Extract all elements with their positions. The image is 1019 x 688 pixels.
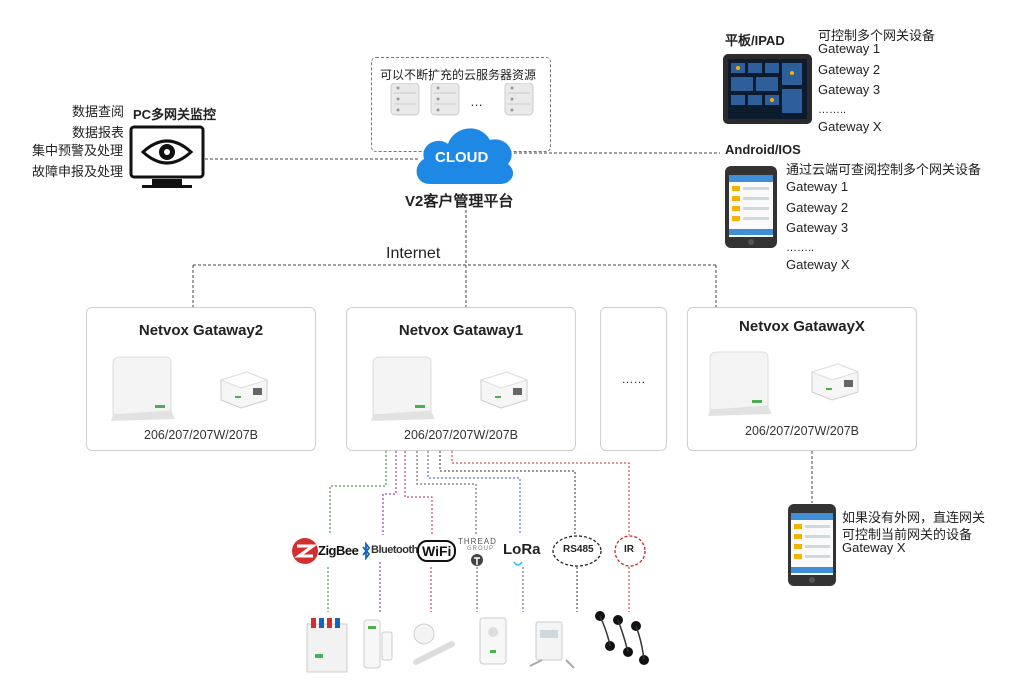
cloud-label: CLOUD xyxy=(435,149,489,166)
gateway-card[interactable]: Netvox GatawayX 206/207/207W/207B xyxy=(687,307,917,451)
thread-logo-text: THREAD xyxy=(458,537,497,546)
tablet-gateway: Gateway 2 xyxy=(818,62,881,77)
gateway-router-icon xyxy=(708,351,772,416)
gateway-model: 206/207/207W/207B xyxy=(404,428,518,442)
gateway-adapter-icon xyxy=(479,371,529,409)
tablet-title: 平板/IPAD xyxy=(725,33,785,48)
android-gateway: Gateway 2 xyxy=(786,200,849,215)
relay-module-icon xyxy=(306,618,348,673)
thread-logo-subtext: GROUP xyxy=(467,546,495,552)
pc-function: 数据查阅 xyxy=(72,104,125,119)
server-ellipsis: … xyxy=(470,94,483,109)
gateway-adapter-icon xyxy=(810,363,860,401)
android-note: 通过云端可查阅控制多个网关设备 xyxy=(786,162,982,177)
direct-note: 可控制当前网关的设备 xyxy=(842,527,973,542)
direct-phone-icon xyxy=(788,504,836,586)
server-pool: 可以不断扩充的云服务器资源 … xyxy=(371,57,551,152)
tablet-gateway: Gateway 3 xyxy=(818,82,881,97)
gateway-adapter-icon xyxy=(219,371,269,409)
wifi-logo-text: WiFi xyxy=(417,540,457,562)
gateway-router-icon xyxy=(371,356,435,421)
platform-title: V2客户管理平台 xyxy=(405,193,514,210)
tablet-gateway: Gateway 1 xyxy=(818,41,881,56)
gateway-title: Netvox GatawayX xyxy=(739,318,865,335)
server-icons xyxy=(390,83,534,116)
android-gateway: Gateway X xyxy=(786,257,850,272)
tablet-note: 可控制多个网关设备 xyxy=(818,28,936,43)
door-sensor-icon xyxy=(363,619,393,669)
tablet-device-icon xyxy=(723,54,812,124)
zigbee-logo-text: ZigBee xyxy=(318,543,359,558)
gateway-card[interactable]: Netvox Gataway2 206/207/207W/207B xyxy=(86,307,316,451)
android-title: Android/IOS xyxy=(725,142,801,157)
direct-note: 如果没有外网，直连网关 xyxy=(842,510,986,525)
rs485-badge-icon xyxy=(552,535,602,567)
android-gateway: …….. xyxy=(786,242,815,254)
pc-function: 集中预警及处理 xyxy=(32,143,124,158)
gateway-router-icon xyxy=(111,356,175,421)
tablet-gateway: …….. xyxy=(818,104,847,116)
cloud-icon xyxy=(416,128,514,184)
motion-sensor-icon xyxy=(479,617,507,665)
gateway-title: Netvox Gataway2 xyxy=(138,322,264,339)
ir-badge-icon xyxy=(614,535,646,567)
direct-note: Gateway X xyxy=(842,540,906,555)
gateway-card[interactable]: Netvox Gataway1 206/207/207W/207B xyxy=(346,307,576,451)
wired-probes-icon xyxy=(595,611,649,665)
monitor-eye-icon xyxy=(129,125,205,188)
energy-meter-icon xyxy=(529,621,575,669)
lora-logo-text: LoRa xyxy=(503,541,541,558)
gateway-card-more: …… xyxy=(600,307,667,451)
pc-function: 故障申报及处理 xyxy=(32,164,124,179)
android-gateway: Gateway 3 xyxy=(786,220,849,235)
lora-signal-icon xyxy=(513,561,523,566)
internet-label: Internet xyxy=(386,245,441,262)
pc-title: PC多网关监控 xyxy=(133,107,217,122)
temperature-probe-icon xyxy=(413,623,455,665)
gateway-title: Netvox Gataway1 xyxy=(398,322,524,339)
gateway-model: 206/207/207W/207B xyxy=(745,424,859,438)
rs485-logo-text: RS485 xyxy=(563,544,594,555)
tablet-gateway: Gateway X xyxy=(818,119,882,134)
pc-function: 数据报表 xyxy=(72,125,125,140)
android-gateway: Gateway 1 xyxy=(786,179,849,194)
gateway-more-ellipsis: …… xyxy=(621,372,646,386)
ir-logo-text: IR xyxy=(624,544,634,555)
gateway-model: 206/207/207W/207B xyxy=(144,428,258,442)
zigbee-logo-icon xyxy=(292,538,318,564)
phone-device-icon xyxy=(725,166,777,248)
thread-icon xyxy=(471,554,483,566)
server-pool-note: 可以不断扩充的云服务器资源 xyxy=(380,68,537,82)
bluetooth-logo-text: Bluetooth xyxy=(371,544,418,556)
bluetooth-icon xyxy=(362,542,371,560)
